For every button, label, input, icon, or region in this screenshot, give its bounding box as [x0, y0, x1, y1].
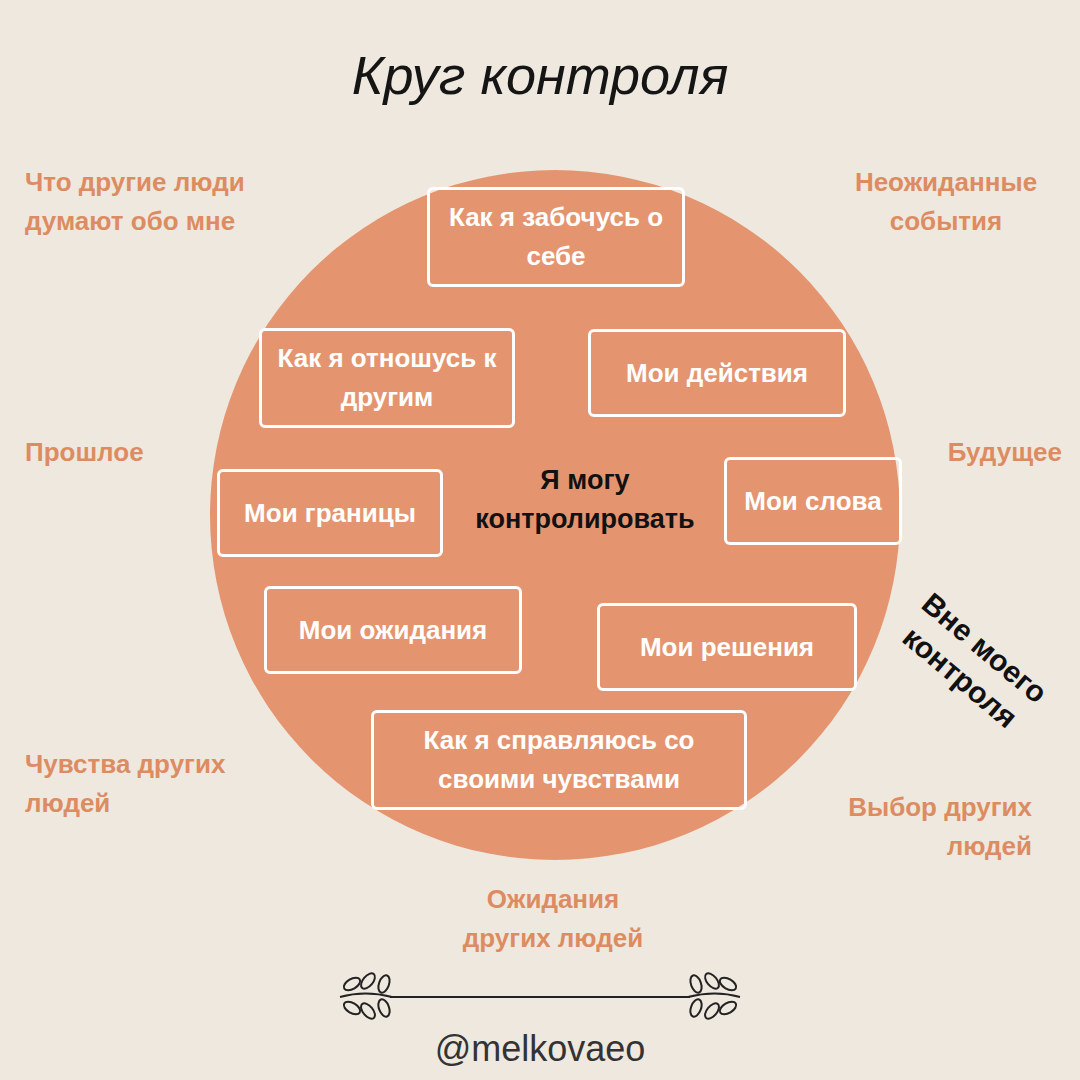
outside-label: Ожидания других людей: [446, 880, 661, 958]
box-label: Мои ожидания: [299, 611, 488, 650]
control-box: Мои ожидания: [264, 586, 522, 674]
outside-label: Что другие люди думают обо мне: [25, 163, 310, 241]
outside-label: Чувства других людей: [25, 745, 280, 823]
control-box: Как я справляюсь со своими чувствами: [371, 710, 747, 810]
box-label: Мои действия: [626, 354, 808, 393]
box-label: Как я забочусь о себе: [442, 198, 670, 276]
author-handle: @melkovaeo: [390, 1022, 690, 1076]
control-box: Мои слова: [724, 457, 902, 545]
control-box: Как я отношусь к другим: [259, 328, 515, 428]
outside-label: Выбор других людей: [797, 788, 1032, 866]
outside-label: Будущее: [862, 433, 1062, 472]
box-label: Мои границы: [244, 494, 416, 533]
outside-heading: Вне моего контроля: [885, 580, 1060, 744]
diagram-title: Круг контроля: [0, 44, 1080, 106]
box-label: Как я отношусь к другим: [274, 339, 500, 417]
circle-heading: Я могу контролировать: [440, 461, 730, 539]
box-label: Как я справляюсь со своими чувствами: [386, 721, 732, 799]
control-box: Как я забочусь о себе: [427, 187, 685, 287]
control-box: Мои действия: [588, 329, 846, 417]
box-label: Мои слова: [744, 482, 881, 521]
box-label: Мои решения: [640, 628, 814, 667]
control-box: Мои границы: [217, 469, 443, 557]
outside-label: Прошлое: [25, 433, 225, 472]
control-box: Мои решения: [597, 603, 857, 691]
control-circle: Я могу контролировать Как я забочусь о се…: [210, 170, 900, 860]
outside-label: Неожиданные события: [826, 163, 1066, 241]
